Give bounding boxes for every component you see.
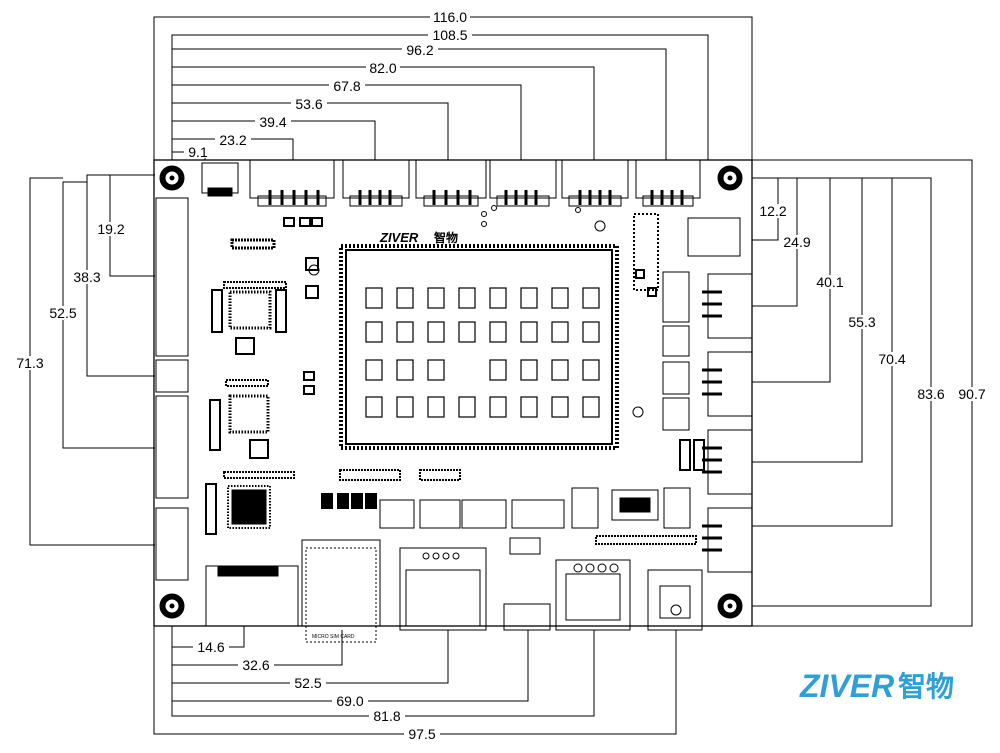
dim-83-6: 83.6 [917, 386, 944, 402]
board-silkscreen: ZIVER 智物 MICRO SIM CARD [312, 230, 458, 640]
dim-40-1: 40.1 [816, 274, 843, 290]
bottom-dimension-lines [153, 626, 677, 735]
dim-70-4: 70.4 [878, 351, 905, 367]
dim-52-5-bottom: 52.5 [294, 675, 321, 691]
board-brand-cjk: 智物 [433, 230, 458, 245]
dim-71-3: 71.3 [16, 355, 43, 371]
dim-97-5: 97.5 [408, 726, 435, 742]
top-connector-pins [268, 190, 684, 205]
logo-latin-text: ZIVER [799, 668, 894, 704]
small-components [205, 213, 705, 545]
top-dimension-labels: 116.0 108.5 96.2 82.0 67.8 53.6 39.4 23.… [184, 9, 472, 160]
top-connectors [201, 159, 701, 207]
dim-81-8: 81.8 [373, 708, 400, 724]
small-circles [308, 205, 644, 573]
board-brand-latin: ZIVER [379, 230, 419, 245]
dim-38-3: 38.3 [73, 269, 100, 285]
left-headers [155, 197, 189, 581]
dim-96-2: 96.2 [406, 42, 433, 58]
dim-52-5-left: 52.5 [49, 305, 76, 321]
dim-90-7: 90.7 [958, 386, 985, 402]
bottom-dimension-labels: 14.6 32.6 52.5 69.0 81.8 97.5 [193, 639, 440, 742]
dim-39-4: 39.4 [259, 114, 286, 130]
dim-116-0: 116.0 [433, 9, 467, 25]
chips-left [227, 238, 276, 529]
dim-82-0: 82.0 [369, 60, 396, 76]
dim-108-5: 108.5 [432, 27, 467, 43]
dim-12-2: 12.2 [759, 203, 786, 219]
logo-cjk-text: 智物 [898, 670, 954, 703]
right-dimension-labels: 12.2 24.9 40.1 55.3 70.4 83.6 90.7 [757, 203, 990, 402]
dim-19-2: 19.2 [97, 221, 124, 237]
dim-53-6: 53.6 [295, 96, 322, 112]
mid-connectors [379, 487, 691, 529]
dim-23-2: 23.2 [219, 132, 246, 148]
mounting-holes [159, 165, 743, 619]
dim-55-3: 55.3 [848, 314, 875, 330]
dim-67-8: 67.8 [333, 78, 360, 94]
bottom-connectors [205, 537, 703, 643]
left-dimension-labels: 19.2 38.3 52.5 71.3 [13, 221, 128, 371]
main-cpu [339, 244, 619, 450]
right-connectors [662, 217, 753, 573]
dim-69-0: 69.0 [336, 693, 363, 709]
dim-9-1: 9.1 [188, 144, 208, 160]
dim-24-9: 24.9 [783, 234, 810, 250]
sim-card-label: MICRO SIM CARD [312, 634, 355, 640]
dim-32-6: 32.6 [242, 657, 269, 673]
dim-14-6: 14.6 [197, 639, 224, 655]
left-dimension-lines [29, 174, 155, 546]
top-dimension-lines [153, 16, 753, 160]
ziver-logo: ZIVER 智物 [799, 668, 954, 704]
right-connector-pins [702, 290, 722, 552]
